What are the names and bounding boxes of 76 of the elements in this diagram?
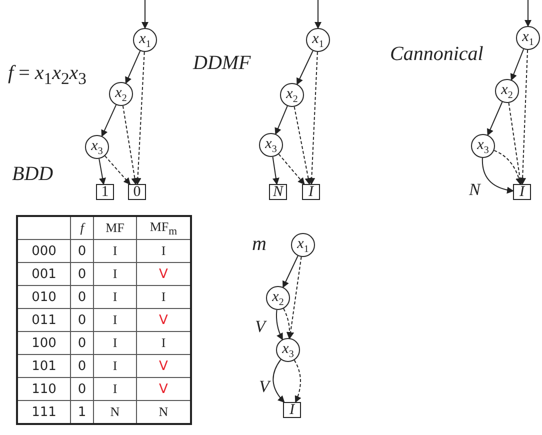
table-cell: I — [94, 332, 136, 354]
variable-node: x$_{1}$ — [291, 233, 315, 257]
terminal-node: I — [302, 184, 320, 200]
table-cell: 010 — [17, 286, 70, 308]
arrow — [314, 0, 322, 29]
table-cell: 100 — [17, 332, 70, 354]
table-cell: I — [94, 262, 136, 286]
variable-node: x$_{1}$ — [516, 26, 540, 50]
arrow — [508, 102, 524, 185]
arrow — [134, 51, 145, 185]
table-cell: 0 — [70, 332, 94, 354]
arrow — [104, 155, 131, 185]
variable-node: x$_{2}$ — [109, 82, 133, 106]
table-cell: 0 — [70, 240, 94, 262]
table-cell: 0 — [70, 378, 94, 400]
arrow — [278, 154, 305, 185]
variable-node: x$_{3}$ — [276, 338, 300, 362]
arrow — [294, 360, 302, 403]
formula-text: f = x$_{1}$x$_{2}$x$_{3}$ — [8, 62, 86, 89]
table-cell: 0 — [70, 262, 94, 286]
edge-label: N — [468, 181, 482, 198]
variable-node: x$_{3}$ — [85, 135, 109, 159]
table-cell: 0 — [70, 286, 94, 308]
arrow — [282, 255, 298, 288]
arrow — [122, 105, 138, 185]
variable-node: x$_{2}$ — [495, 79, 519, 103]
arrow — [101, 104, 117, 137]
panel-label: DDMF — [193, 52, 251, 75]
arrow — [524, 0, 532, 27]
terminal-node: I — [513, 184, 531, 200]
arrow — [294, 106, 312, 185]
table-cell: I — [94, 308, 136, 332]
terminal-node: 1 — [96, 184, 114, 200]
variable-node: x$_{1}$ — [306, 28, 330, 52]
table-cell: 0 — [70, 354, 94, 378]
arrow — [519, 50, 528, 185]
variable-node: x$_{2}$ — [266, 286, 290, 310]
table-cell: 001 — [17, 262, 70, 286]
arrow — [510, 48, 524, 81]
table-cell: f — [70, 216, 94, 240]
arrow — [487, 102, 503, 136]
terminal-node: I — [283, 402, 301, 418]
arrow — [482, 158, 514, 194]
panel-label: BDD — [12, 163, 54, 186]
variable-node: x$_{1}$ — [133, 28, 157, 52]
panel-label: Cannonical — [390, 43, 484, 66]
arrow — [142, 0, 148, 29]
arrow — [308, 51, 318, 185]
variable-node: x$_{3}$ — [259, 133, 283, 157]
table-cell: 101 — [17, 354, 70, 378]
table-cell: 011 — [17, 308, 70, 332]
variable-node: x$_{2}$ — [280, 83, 304, 107]
table-cell: I — [94, 240, 136, 262]
arrow — [125, 50, 141, 84]
table-cell: MF — [94, 216, 136, 240]
table-cell: 000 — [17, 240, 70, 262]
table-cell: I — [94, 378, 136, 400]
terminal-node: 0 — [128, 184, 146, 200]
variable-node: x$_{3}$ — [471, 134, 495, 158]
arrow — [494, 150, 522, 185]
table-cell: 0 — [70, 308, 94, 332]
edge-label: V — [258, 378, 270, 395]
terminal-node: N — [269, 184, 287, 200]
arrow — [272, 359, 285, 403]
table-cell: 110 — [17, 378, 70, 400]
arrow — [98, 158, 106, 185]
edge-label: V — [254, 318, 266, 335]
table-cell: I — [94, 354, 136, 378]
arrow — [287, 256, 302, 340]
table-cell: I — [94, 286, 136, 308]
arrow — [276, 309, 283, 340]
arrow — [274, 106, 288, 135]
arrow — [296, 50, 314, 86]
arrow — [272, 156, 280, 185]
arrow — [283, 308, 294, 340]
panel-label: m — [252, 233, 266, 256]
